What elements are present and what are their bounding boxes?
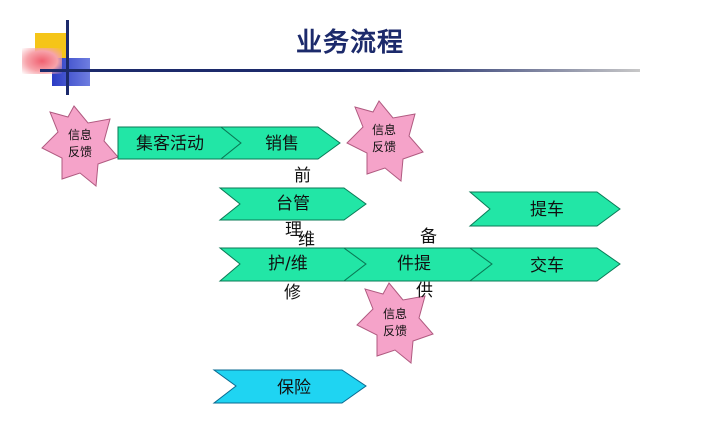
arrow-sales: 销售 [219, 126, 341, 160]
front-desk-text-c: 理 [285, 220, 302, 240]
front-desk-text-b: 台管 [276, 194, 310, 214]
feedback-star-1-line2: 反馈 [68, 145, 92, 159]
feedback-star-3-line2: 反馈 [383, 324, 407, 338]
arrow-customer-activity-label: 集客活动 [136, 134, 204, 154]
arrow-pickup: 提车 [468, 191, 621, 227]
repair-text-c: 修 [284, 283, 301, 303]
feedback-star-1: 信息 反馈 [41, 105, 119, 187]
repair-text-b: 护/维 [268, 254, 308, 274]
parts-text-c: 供 [416, 281, 433, 301]
front-desk-text-a: 前 [294, 166, 311, 186]
page-title: 业务流程 [295, 28, 404, 58]
arrow-delivery: 交车 [468, 247, 621, 282]
title-underline [40, 69, 640, 72]
arrow-delivery-label: 交车 [530, 256, 564, 276]
arrow-insurance-label: 保险 [277, 378, 311, 398]
parts-text-a: 备 [420, 227, 437, 247]
repair-text-a: 维 [298, 230, 315, 250]
deco-vertical-line [66, 20, 69, 95]
feedback-star-2-line2: 反馈 [372, 140, 396, 154]
feedback-star-3-line1: 信息 [383, 306, 407, 321]
feedback-star-1-line1: 信息 [68, 127, 92, 142]
arrow-customer-activity: 集客活动 [117, 126, 242, 160]
feedback-star-3: 信息 反馈 [356, 282, 434, 364]
arrow-sales-label: 销售 [265, 134, 299, 154]
arrow-insurance: 保险 [212, 369, 367, 404]
feedback-star-2-line1: 信息 [372, 122, 396, 137]
parts-text-b: 件提 [397, 254, 431, 274]
arrow-pickup-label: 提车 [530, 200, 564, 220]
feedback-star-2: 信息 反馈 [346, 100, 424, 182]
arrow-front-desk [218, 187, 367, 221]
